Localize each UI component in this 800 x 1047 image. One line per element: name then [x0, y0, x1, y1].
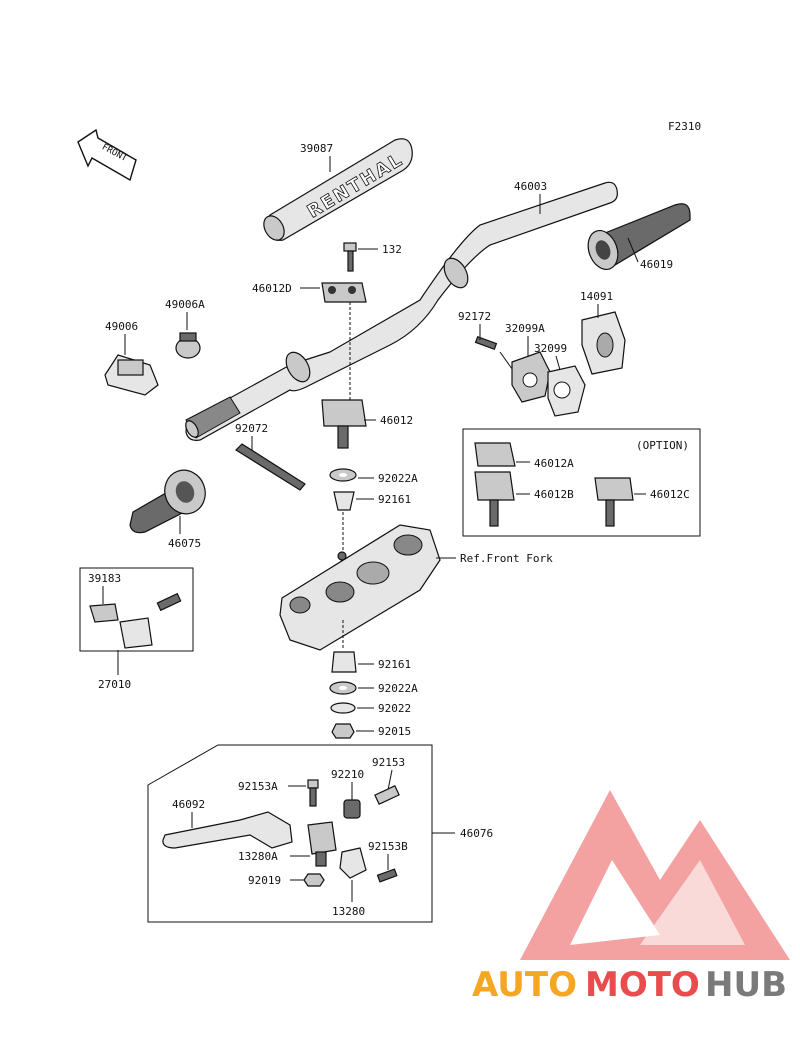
- label-46012: 46012: [380, 414, 413, 427]
- label-92161-bottom: 92161: [378, 658, 411, 671]
- adjuster-92210: [343, 799, 361, 819]
- label-13280A: 13280A: [238, 850, 278, 863]
- watermark-hub: HUB: [705, 965, 787, 1005]
- label-92022A-bottom: 92022A: [378, 682, 418, 695]
- label-39087: 39087: [300, 142, 333, 155]
- label-132: 132: [382, 243, 402, 256]
- bolt-92153a: [307, 779, 319, 807]
- housing-32099: [547, 365, 586, 417]
- watermark-moto: MOTO: [585, 965, 700, 1005]
- label-49006: 49006: [105, 320, 138, 333]
- tie-92072: [235, 443, 306, 491]
- grip-46075: [129, 469, 206, 534]
- label-92072: 92072: [235, 422, 268, 435]
- part-49006: [104, 354, 159, 396]
- bolt-92153b: [376, 868, 398, 883]
- label-46012B: 46012B: [534, 488, 574, 501]
- housing-32099a: [511, 351, 551, 403]
- nut-92019: [303, 873, 325, 887]
- bolt-132: [343, 242, 357, 272]
- label-46003: 46003: [514, 180, 547, 193]
- label-92022A-top: 92022A: [378, 472, 418, 485]
- option-label: (OPTION): [636, 439, 689, 452]
- label-92172: 92172: [458, 310, 491, 323]
- label-ref-front-fork: Ref.Front Fork: [460, 552, 553, 565]
- handlebar-pad: RENTHAL: [263, 138, 413, 241]
- triple-clamp: [279, 524, 441, 651]
- clamp-46012d: [321, 282, 367, 303]
- switch-39183: [89, 592, 182, 649]
- washer-92022: [330, 702, 356, 714]
- clamp-46012c: [594, 477, 634, 527]
- label-46019: 46019: [640, 258, 673, 271]
- clamp-46012: [321, 399, 367, 449]
- watermark-text: AUTO MOTO HUB: [472, 965, 787, 1005]
- damper-92161-top: [333, 491, 355, 511]
- label-92022: 92022: [378, 702, 411, 715]
- figure-code: F2310: [668, 120, 701, 133]
- label-92153B: 92153B: [368, 840, 408, 853]
- cover-14091: [581, 311, 626, 375]
- label-49006A: 49006A: [165, 298, 205, 311]
- label-92153A: 92153A: [238, 780, 278, 793]
- screw-92172: [474, 335, 498, 351]
- clamp-13280: [339, 847, 367, 879]
- washer-92022a-top: [329, 468, 357, 482]
- label-32099: 32099: [534, 342, 567, 355]
- damper-92161-bottom: [331, 651, 357, 673]
- label-92015: 92015: [378, 725, 411, 738]
- label-39183: 39183: [88, 572, 121, 585]
- front-arrow-icon: FRONT: [77, 128, 137, 182]
- label-46076: 46076: [460, 827, 493, 840]
- clamp-46012a: [474, 442, 516, 467]
- clutch-lever-46092: [162, 811, 293, 849]
- label-46012D: 46012D: [252, 282, 292, 295]
- throttle-grip: [587, 203, 691, 270]
- option-box: [462, 428, 701, 537]
- watermark-logo: [520, 790, 790, 960]
- label-92019: 92019: [248, 874, 281, 887]
- bolt-92153: [374, 785, 400, 805]
- label-32099A: 32099A: [505, 322, 545, 335]
- label-46012C: 46012C: [650, 488, 690, 501]
- label-92210: 92210: [331, 768, 364, 781]
- label-92161-top: 92161: [378, 493, 411, 506]
- label-27010: 27010: [98, 678, 131, 691]
- switch-box: [79, 567, 194, 652]
- handlebar: [185, 181, 618, 441]
- clamp-46012b: [474, 471, 515, 527]
- label-92153: 92153: [372, 756, 405, 769]
- watermark-auto: AUTO: [472, 965, 577, 1005]
- part-49006a: [175, 332, 201, 359]
- perch-13280a: [307, 821, 337, 867]
- label-14091: 14091: [580, 290, 613, 303]
- washer-92022a-bottom: [329, 681, 357, 695]
- label-46012A: 46012A: [534, 457, 574, 470]
- label-13280: 13280: [332, 905, 365, 918]
- label-46092: 46092: [172, 798, 205, 811]
- nut-92015: [331, 723, 355, 739]
- label-46075: 46075: [168, 537, 201, 550]
